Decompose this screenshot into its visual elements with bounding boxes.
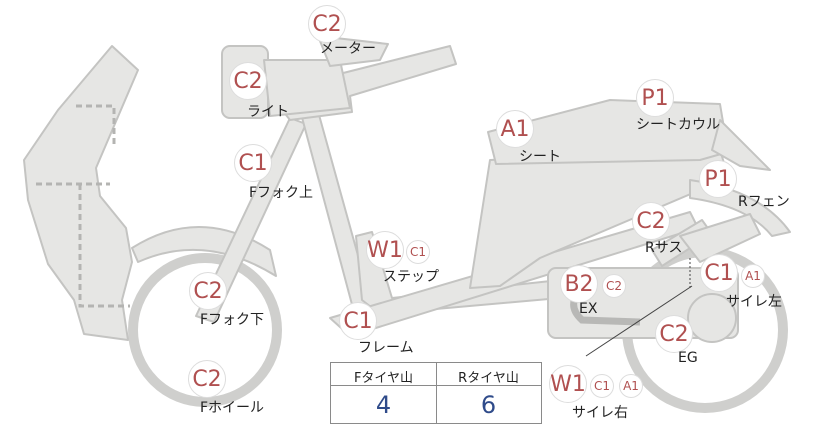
muffler-right-code-badge-1: W1 xyxy=(549,365,587,403)
ex-label: EX xyxy=(579,301,598,317)
rear-tire-value: 6 xyxy=(480,391,497,419)
step-code-badge-1: W1 xyxy=(366,231,404,269)
muffler-right-label: サイレ右 xyxy=(572,405,628,421)
ex-code-badge-2: C2 xyxy=(602,274,626,298)
light-label: ライト xyxy=(247,104,289,120)
front-tire-value: 4 xyxy=(375,391,392,419)
eg-label: EG xyxy=(678,350,698,366)
front-tire-header: Fタイヤ山 xyxy=(353,371,414,386)
r-sus-code-badge: C2 xyxy=(632,202,670,240)
seat-code-badge: A1 xyxy=(496,110,534,148)
muffler-right-code-badge-2: C1 xyxy=(590,374,614,398)
seat-cowl-tail xyxy=(711,119,771,171)
light-code-badge: C2 xyxy=(229,62,267,100)
f-fork-lower-label: Fフォク下 xyxy=(200,312,265,328)
table-column-divider xyxy=(436,363,437,423)
meter-code-badge: C2 xyxy=(308,5,346,43)
ex-code-badge-1: B2 xyxy=(560,265,598,303)
meter-label: メーター xyxy=(320,41,376,57)
engine-cover xyxy=(687,293,737,343)
light-cover xyxy=(263,59,351,117)
step-code-badge-2: C1 xyxy=(406,240,430,264)
tire-tread-table: Fタイヤ山 Rタイヤ山 4 6 xyxy=(330,362,542,424)
leader-line-eg xyxy=(585,285,693,357)
muffler-left-code-badge-2: A1 xyxy=(741,264,765,288)
f-fork-upper-code-badge: C1 xyxy=(234,144,272,182)
f-fork-upper-label: Fフォク上 xyxy=(249,185,314,201)
front-fork xyxy=(195,117,307,323)
muffler-left-label: サイレ左 xyxy=(726,294,782,310)
r-sus-label: Rサス xyxy=(645,240,683,256)
eg-code-badge: C2 xyxy=(655,315,693,353)
f-wheel-code-badge: C2 xyxy=(188,360,226,398)
frame-code-badge: C1 xyxy=(339,302,377,340)
muffler-left-code-badge-1: C1 xyxy=(700,254,738,292)
leg-shield xyxy=(23,45,139,341)
f-wheel-label: Fホイール xyxy=(200,400,265,416)
r-fender-code-badge: P1 xyxy=(699,160,737,198)
seat-label: シート xyxy=(519,149,561,165)
f-fork-lower-code-badge: C2 xyxy=(189,272,227,310)
step-label: ステップ xyxy=(383,269,439,285)
muffler-body xyxy=(679,213,761,263)
r-fender-label: Rフェン xyxy=(738,194,790,210)
muffler-right-code-badge-3: A1 xyxy=(619,374,643,398)
front-wheel xyxy=(128,253,282,407)
seat-cowl-label: シートカウル xyxy=(636,117,720,133)
meter-housing xyxy=(317,35,389,67)
seam-vertical xyxy=(78,184,130,308)
frame-label: フレーム xyxy=(358,340,414,356)
rear-tire-header: Rタイヤ山 xyxy=(458,371,519,386)
seam-upper xyxy=(76,104,116,146)
seat-cowl-code-badge: P1 xyxy=(636,79,674,117)
